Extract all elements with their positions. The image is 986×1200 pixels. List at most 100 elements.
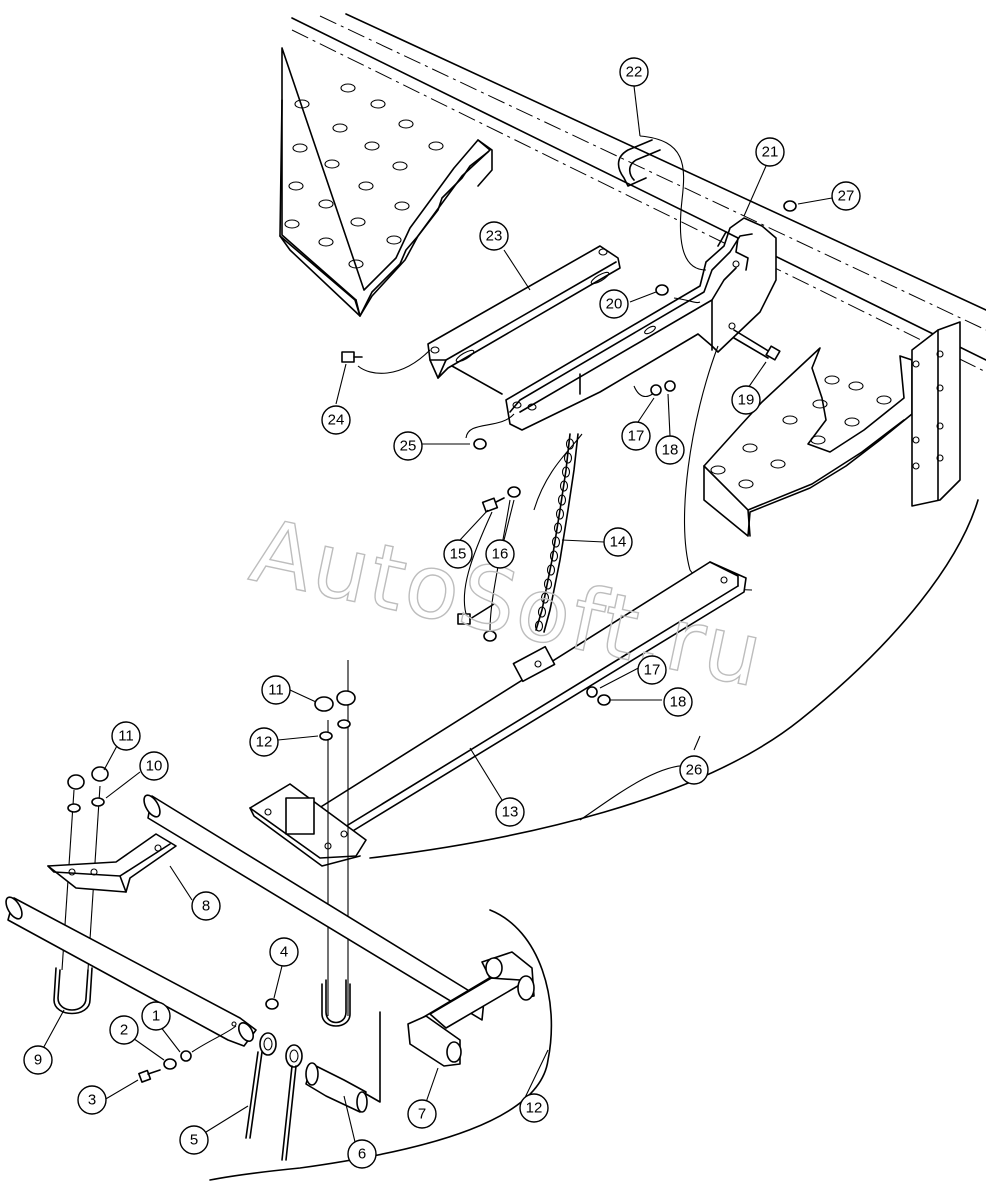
nut-4	[265, 998, 279, 1010]
chain-14	[534, 433, 579, 633]
bracket-8	[47, 833, 177, 893]
u-bolt-22	[617, 139, 653, 187]
svg-text:4: 4	[280, 944, 288, 961]
callout-10: 10	[139, 751, 169, 781]
svg-text:12: 12	[256, 734, 273, 751]
callout-17-upper: 17	[621, 421, 651, 451]
callout-12-center: 12	[249, 727, 279, 757]
svg-text:1: 1	[152, 1008, 160, 1025]
washer-2	[163, 1058, 177, 1070]
leader-24-path	[357, 349, 431, 374]
round-tube-center	[143, 794, 535, 1029]
callout-26: 26	[679, 755, 709, 785]
callout-2: 2	[109, 1015, 139, 1045]
svg-text:22: 22	[626, 64, 643, 81]
callout-13: 13	[495, 797, 525, 827]
svg-text:7: 7	[418, 1106, 426, 1123]
spring-5	[245, 1032, 303, 1161]
base-plate	[249, 783, 367, 867]
callout-12-right: 12	[519, 1093, 549, 1123]
svg-text:2: 2	[120, 1022, 128, 1039]
leader-16-path	[489, 499, 511, 631]
svg-text:18: 18	[662, 442, 679, 459]
callout-19: 19	[731, 385, 761, 415]
callout-18-upper: 18	[655, 435, 685, 465]
svg-text:17: 17	[628, 428, 645, 445]
bolt-15	[481, 497, 505, 513]
nut-20	[655, 284, 669, 296]
callout-1: 1	[141, 1001, 171, 1031]
callout-18-lower: 18	[663, 687, 693, 717]
svg-text:17: 17	[644, 662, 661, 679]
leader-chain-top	[533, 433, 583, 511]
leader-1-path	[191, 1025, 237, 1053]
callout-20: 20	[599, 289, 629, 319]
nut-27	[783, 200, 797, 212]
bolt-24	[341, 351, 363, 363]
svg-text:11: 11	[268, 682, 284, 699]
nut-18-upper	[664, 380, 676, 392]
bolt-19	[733, 329, 781, 361]
callout-leaders	[39, 85, 833, 1147]
callout-11-left: 11	[111, 721, 141, 751]
svg-text:21: 21	[762, 144, 779, 161]
callout-3: 3	[77, 1085, 107, 1115]
svg-text:12: 12	[526, 1100, 543, 1117]
callout-24: 24	[321, 405, 351, 435]
svg-text:23: 23	[486, 228, 503, 245]
svg-text:24: 24	[328, 412, 345, 429]
bracket-21	[505, 217, 777, 431]
callout-7: 7	[407, 1099, 437, 1129]
washer-17-upper	[650, 384, 662, 396]
callout-17-lower: 17	[637, 655, 667, 685]
round-tube-left	[5, 896, 257, 1047]
callout-25: 25	[393, 431, 423, 461]
callout-5: 5	[179, 1125, 209, 1155]
callout-15: 15	[443, 539, 473, 569]
callout-11-center: 11	[261, 675, 291, 705]
bushing-1	[180, 1050, 192, 1062]
svg-text:15: 15	[450, 546, 467, 563]
svg-text:19: 19	[738, 392, 755, 409]
svg-text:6: 6	[358, 1146, 366, 1163]
svg-text:13: 13	[502, 804, 519, 821]
svg-text:9: 9	[34, 1052, 42, 1069]
svg-text:14: 14	[610, 534, 627, 551]
svg-text:18: 18	[670, 694, 687, 711]
frame-rail	[291, 13, 986, 373]
callout-23: 23	[479, 221, 509, 251]
callout-4: 4	[269, 937, 299, 967]
step-plate-right-holes	[710, 350, 944, 489]
svg-text:25: 25	[400, 438, 417, 455]
bolt-3	[138, 1069, 161, 1083]
callout-21: 21	[755, 137, 785, 167]
svg-text:3: 3	[88, 1092, 96, 1109]
callout-6: 6	[347, 1139, 377, 1169]
svg-text:8: 8	[202, 898, 210, 915]
u-bolt-studs-center	[314, 660, 356, 1027]
svg-text:26: 26	[686, 762, 703, 779]
watermark-text: AutoSoft.ru	[243, 499, 773, 708]
callout-27: 27	[831, 181, 861, 211]
callout-22: 22	[619, 57, 649, 87]
washer-16-lower	[483, 630, 497, 642]
svg-text:16: 16	[492, 546, 509, 563]
svg-text:11: 11	[118, 728, 134, 745]
callout-8: 8	[191, 891, 221, 921]
step-plate-right	[703, 321, 961, 537]
svg-text:10: 10	[146, 758, 163, 775]
washer-17-lower	[586, 686, 598, 698]
callout-16: 16	[485, 539, 515, 569]
callout-9: 9	[23, 1045, 53, 1075]
leader-15-path	[463, 511, 493, 615]
callout-14: 14	[603, 527, 633, 557]
step-plate-left	[279, 47, 493, 317]
svg-text:20: 20	[606, 296, 623, 313]
nut-25	[473, 438, 487, 450]
u-bolt-22-inner	[628, 149, 661, 181]
washer-16	[507, 486, 521, 498]
leader-22-path	[639, 135, 707, 271]
leader-20-path	[673, 297, 701, 304]
sleeve-6	[305, 1062, 368, 1113]
